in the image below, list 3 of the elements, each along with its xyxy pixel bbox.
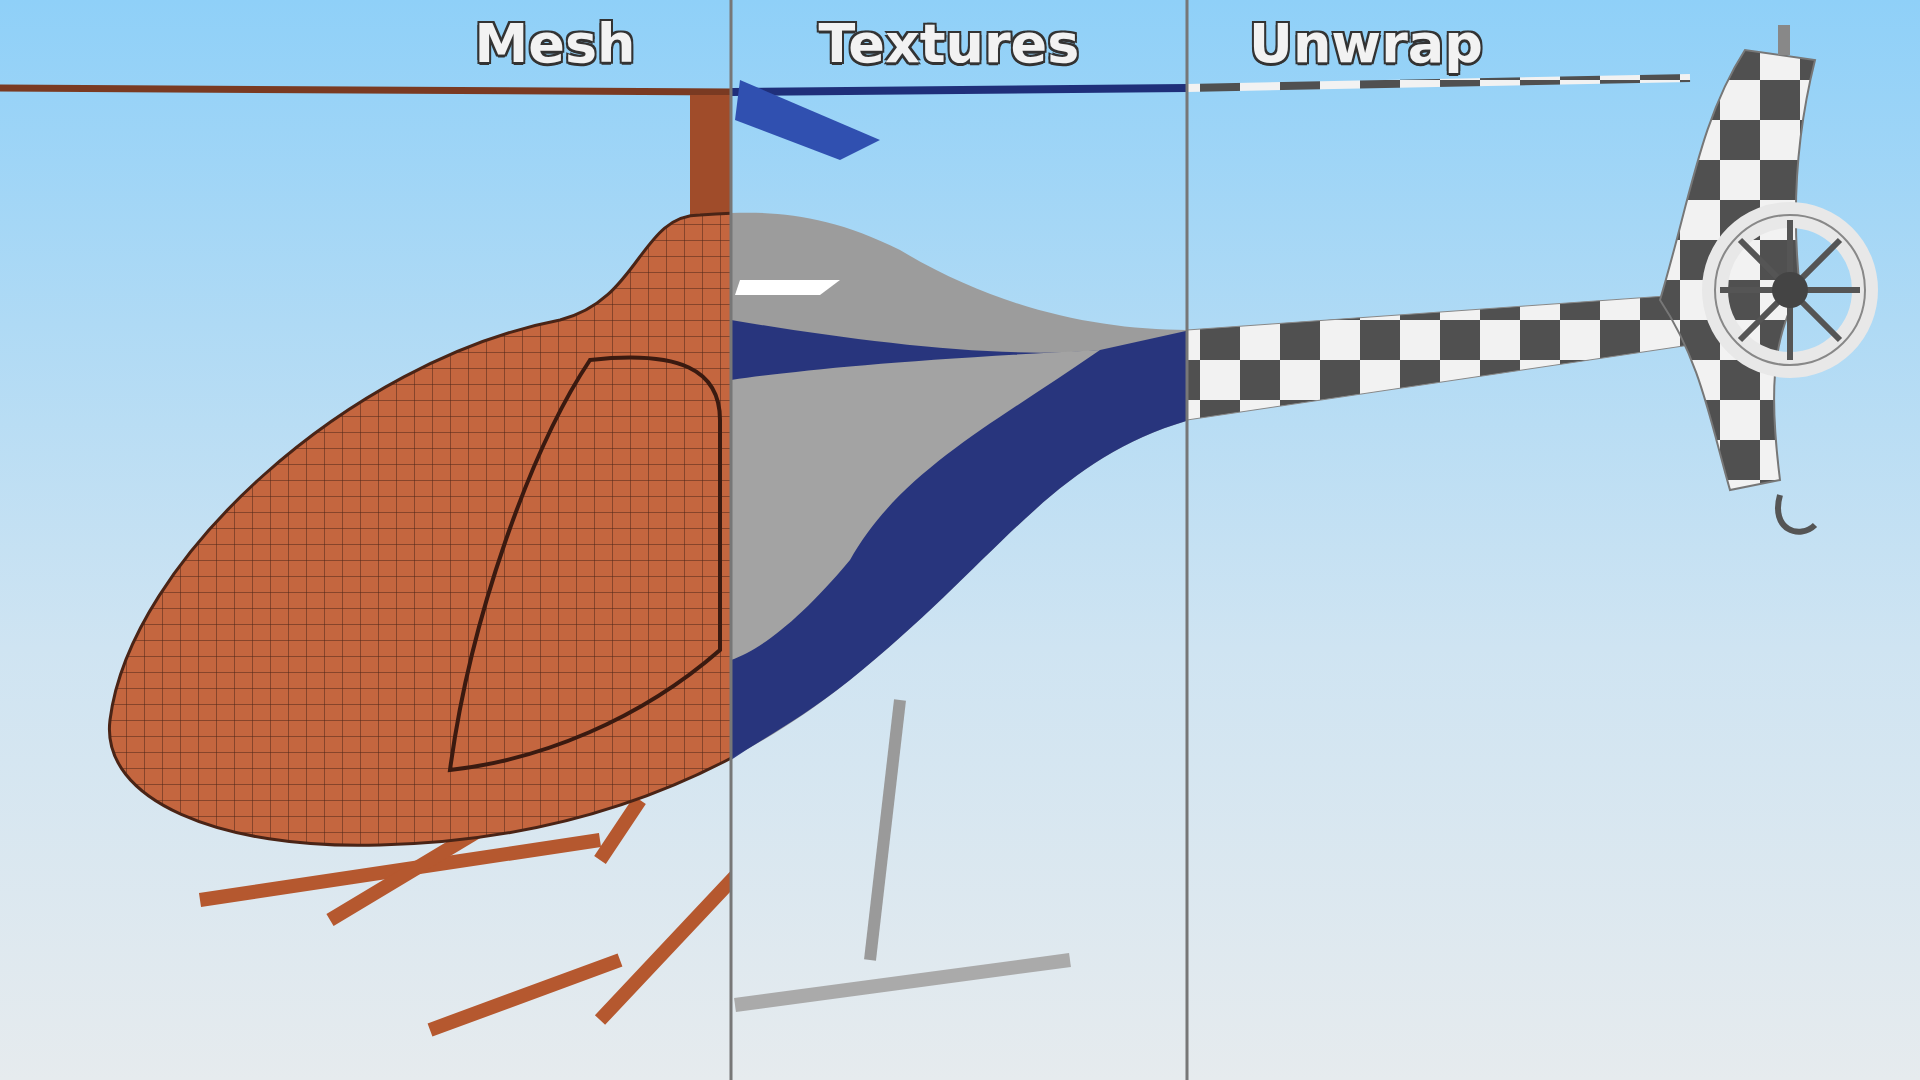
section-title: Mesh — [474, 12, 636, 75]
section-title: Unwrap — [1249, 12, 1483, 75]
section-title: Textures — [818, 12, 1080, 75]
